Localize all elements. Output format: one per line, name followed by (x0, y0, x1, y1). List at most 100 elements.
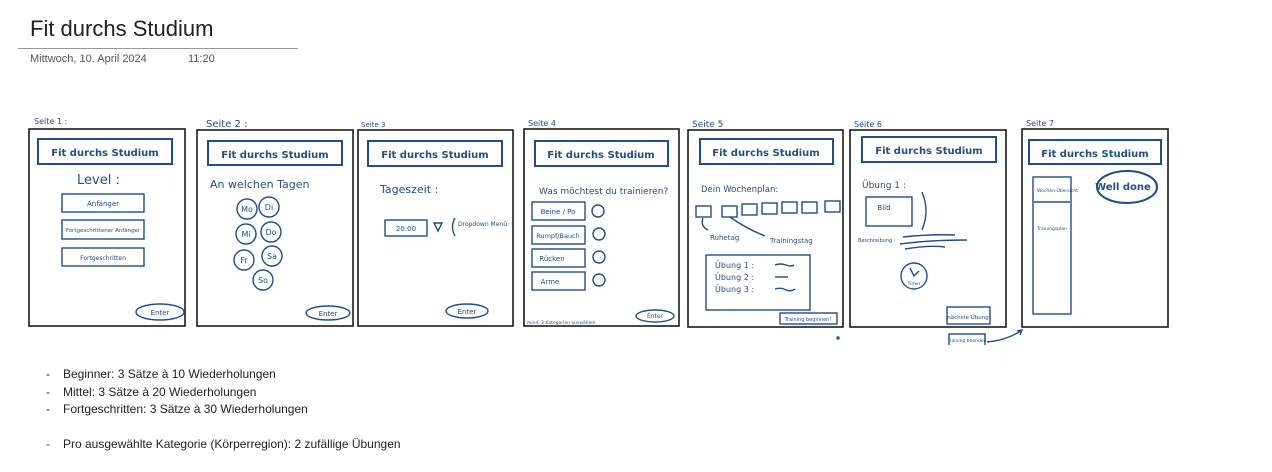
timer-hands (909, 267, 920, 278)
exercise-1-label: Übung 1 : (715, 260, 754, 270)
page-date: Mittwoch, 10. April 2024 (30, 53, 147, 65)
exercise-image-label: Bild (877, 204, 890, 212)
notes-bullet: - (46, 367, 50, 381)
weekday-box-6[interactable] (801, 201, 818, 214)
notes-bullet: - (46, 437, 50, 451)
next-exercise-button[interactable] (946, 306, 991, 325)
category-ruecken[interactable] (531, 248, 586, 268)
weekday-box-3[interactable] (741, 203, 758, 216)
page-title: Fit durchs Studium (30, 16, 214, 41)
time-dropdown-icon[interactable] (432, 222, 444, 233)
option-fortgeschritten[interactable] (61, 247, 145, 267)
option-fortgeschrittener-anfaenger-label: Fortgeschrittener Anfänger (66, 228, 141, 234)
page4-frame (523, 128, 680, 327)
start-training-label: Training beginnen! (784, 317, 832, 323)
category-arme[interactable] (531, 271, 586, 291)
day-so-button[interactable] (252, 269, 274, 291)
page4-footnote: mind. 2 Kategorien auswählen (527, 320, 596, 326)
day-mi-button[interactable] (235, 223, 257, 245)
page7-sidebar (1032, 176, 1072, 315)
sidebar-item-trainingsplan[interactable]: Trainingsplan (1036, 226, 1067, 232)
page4-heading: Was möchtest du trainieren? (539, 187, 668, 197)
notes-bullet: - (46, 402, 50, 416)
weekday-box-5[interactable] (781, 201, 798, 214)
option-anfaenger[interactable] (61, 193, 145, 213)
page5-title-box (699, 138, 834, 165)
notes-item-text: Beginner: 3 Sätze à 10 Wiederholungen (63, 367, 276, 381)
page4-title: Fit durchs Studium (547, 150, 654, 161)
day-mo-label: Mo (241, 205, 253, 214)
category-ruecken-radio[interactable] (592, 250, 606, 264)
well-done-bubble (1096, 170, 1158, 204)
page3-frame (357, 129, 514, 327)
weekday-box-1[interactable] (695, 205, 712, 218)
category-rumpf-bauch[interactable] (531, 225, 586, 245)
dropdown-note-bracket (451, 217, 456, 237)
day-fr-label: Fr (240, 256, 248, 265)
page3-enter-button[interactable] (445, 303, 489, 319)
category-ruecken-label: Rücken (539, 255, 564, 263)
notes-item: - Fortgeschritten: 3 Sätze à 30 Wiederho… (46, 401, 401, 419)
page3-enter-label: Enter (458, 308, 477, 316)
page3-label: Seite 3 (361, 121, 385, 129)
weekday-box-2[interactable] (721, 205, 738, 218)
day-do-button[interactable] (260, 221, 282, 243)
weekday-box-4[interactable] (761, 202, 778, 215)
rest-day-label: Ruhetag (710, 234, 739, 242)
category-arme-label: Arme (541, 278, 560, 286)
day-di-button[interactable] (258, 196, 280, 218)
time-input[interactable] (384, 219, 428, 237)
page7-title: Fit durchs Studium (1041, 149, 1148, 160)
day-mo-button[interactable] (236, 198, 258, 220)
page2-enter-button[interactable] (305, 305, 351, 321)
option-fortgeschrittener-anfaenger[interactable] (61, 219, 145, 240)
page5-label: Seite 5 (692, 120, 723, 130)
page1-title-box (37, 138, 173, 165)
page5-frame (687, 129, 844, 328)
day-fr-button[interactable] (233, 249, 255, 271)
category-rumpf-bauch-radio[interactable] (592, 227, 606, 241)
notes-item: - Pro ausgewählte Kategorie (Körperregio… (46, 436, 401, 454)
title-divider (18, 48, 298, 49)
page3-heading: Tageszeit : (379, 183, 438, 196)
page2-title-box (207, 140, 343, 166)
page6-frame (849, 129, 1007, 328)
exercise-2-label: Übung 2 : (715, 272, 754, 282)
page1-heading: Level : (77, 173, 120, 188)
page5-heading: Dein Wochenplan: (701, 185, 778, 195)
timer-icon (900, 262, 928, 290)
weekday-box-7[interactable] (824, 200, 841, 213)
day-do-label: Do (265, 228, 276, 237)
page7-frame (1021, 128, 1169, 328)
category-arme-radio[interactable] (592, 273, 606, 287)
next-exercise-label: nächste Übung (947, 314, 989, 321)
day-mi-label: Mi (241, 230, 250, 239)
day-sa-button[interactable] (261, 245, 283, 267)
page4-title-box (534, 140, 669, 167)
page6-title-box (861, 136, 997, 163)
page2-title: Fit durchs Studium (221, 150, 328, 161)
exercise-3-line (774, 287, 796, 292)
category-beine-po-radio[interactable] (591, 204, 605, 218)
sidebar-item-uebersicht[interactable]: Wochen-Übersicht (1037, 187, 1078, 194)
page5-title: Fit durchs Studium (712, 148, 819, 159)
page6-label: Seite 6 (854, 120, 882, 129)
category-rumpf-bauch-label: Rumpf/Bauch (536, 232, 580, 240)
description-lines (899, 234, 968, 250)
page1-label: Seite 1 : (34, 117, 67, 126)
category-beine-po[interactable] (531, 201, 586, 221)
category-beine-po-label: Beine / Po (541, 208, 576, 216)
end-training-button[interactable] (948, 333, 986, 345)
page1-frame (28, 128, 186, 327)
page1-enter-button[interactable] (135, 303, 185, 321)
day-di-label: Di (265, 203, 273, 212)
option-fortgeschritten-label: Fortgeschritten (80, 255, 126, 262)
page-time: 11:20 (188, 53, 215, 65)
start-training-button[interactable] (779, 312, 838, 325)
page4-enter-button[interactable] (635, 309, 675, 323)
training-day-label: Trainingstag (769, 237, 813, 245)
page2-label: Seite 2 : (206, 119, 247, 130)
description-label: Beschreibung : (858, 238, 896, 244)
page1-title: Fit durchs Studium (51, 148, 158, 159)
notes-bullet: - (46, 384, 50, 399)
